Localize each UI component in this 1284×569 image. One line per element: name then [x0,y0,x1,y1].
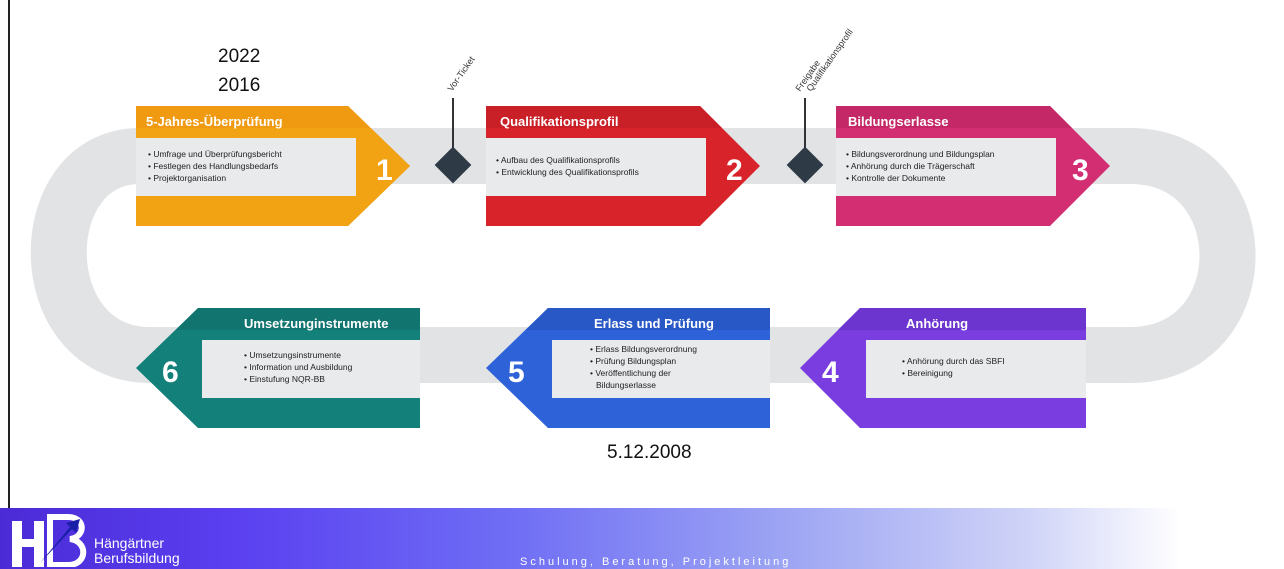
step-6-item-1: • Umsetzungsinstrumente [244,350,341,360]
step-1-title: 5-Jahres-Überprüfung [146,114,283,129]
logo-line-1: Hängärtner [94,535,165,551]
process-loop [30,128,1256,383]
date-label: 5.12.2008 [607,442,692,463]
step-4-number: 4 [822,356,839,389]
step-1-item-1: • Umfrage und Überprüfungsbericht [148,149,282,159]
step-6-item-2: • Information und Ausbildung [244,362,353,372]
step-4-title: Anhörung [906,316,968,331]
logo-line-2: Berufsbildung [94,550,180,566]
step-6-item-3: • Einstufung NQR-BB [244,374,325,384]
step-4-card: Anhörung • Anhörung durch das SBFI • Ber… [800,308,1086,428]
step-2-title: Qualifikationsprofil [500,114,618,129]
step-2-item-1: • Aufbau des Qualifikationsprofils [496,155,620,165]
step-1-number: 1 [376,154,393,187]
milestone-label-vor-ticket: Vor-Ticket [445,54,477,93]
step-5-title: Erlass und Prüfung [594,316,714,331]
step-6-number: 6 [162,356,179,389]
step-1-card: 5-Jahres-Überprüfung • Umfrage und Überp… [136,106,410,226]
step-1-item-2: • Festlegen des Handlungsbedarfs [148,161,278,171]
step-6-title: Umsetzunginstrumente [244,316,388,331]
process-diagram: Vor-Ticket Freigabe Qualifikationsprofil… [30,27,1256,428]
step-3-card: Bildungserlasse • Bildungsverordnung und… [836,106,1110,226]
step-5-item-2: • Prüfung Bildungsplan [590,356,676,366]
step-6-card: Umsetzunginstrumente • Umsetzungsinstrum… [136,308,420,428]
left-border [8,0,10,518]
step-3-item-2: • Anhörung durch die Trägerschaft [846,161,975,171]
step-4-item-1: • Anhörung durch das SBFI [902,356,1005,366]
step-1-item-3: • Projektorganisation [148,173,226,183]
step-2-number: 2 [726,154,743,187]
hb-logo-icon [12,514,87,567]
step-4-item-2: • Bereinigung [902,368,953,378]
step-3-item-1: • Bildungsverordnung und Bildungsplan [846,149,995,159]
step-5-item-3: • Veröffentlichung der [590,368,671,378]
step-2-card: Qualifikationsprofil • Aufbau des Qualif… [486,106,760,226]
step-2-item-2: • Entwicklung des Qualifikationsprofils [496,167,639,177]
step-5-number: 5 [508,356,525,389]
footer-band [0,508,1284,569]
step-3-title: Bildungserlasse [848,114,948,129]
year-2016: 2016 [218,75,261,96]
step-5-card: Erlass und Prüfung • Erlass Bildungsvero… [486,308,770,428]
logo-text: Hängärtner Berufsbildung [94,536,180,566]
step-3-number: 3 [1072,154,1089,187]
step-5-item-4: Bildungserlasse [596,380,656,390]
footer-tagline: Schulung, Beratung, Projektleitung [520,556,792,568]
step-5-item-1: • Erlass Bildungsverordnung [590,344,697,354]
step-3-item-3: • Kontrolle der Dokumente [846,173,946,183]
year-2022: 2022 [218,46,261,67]
